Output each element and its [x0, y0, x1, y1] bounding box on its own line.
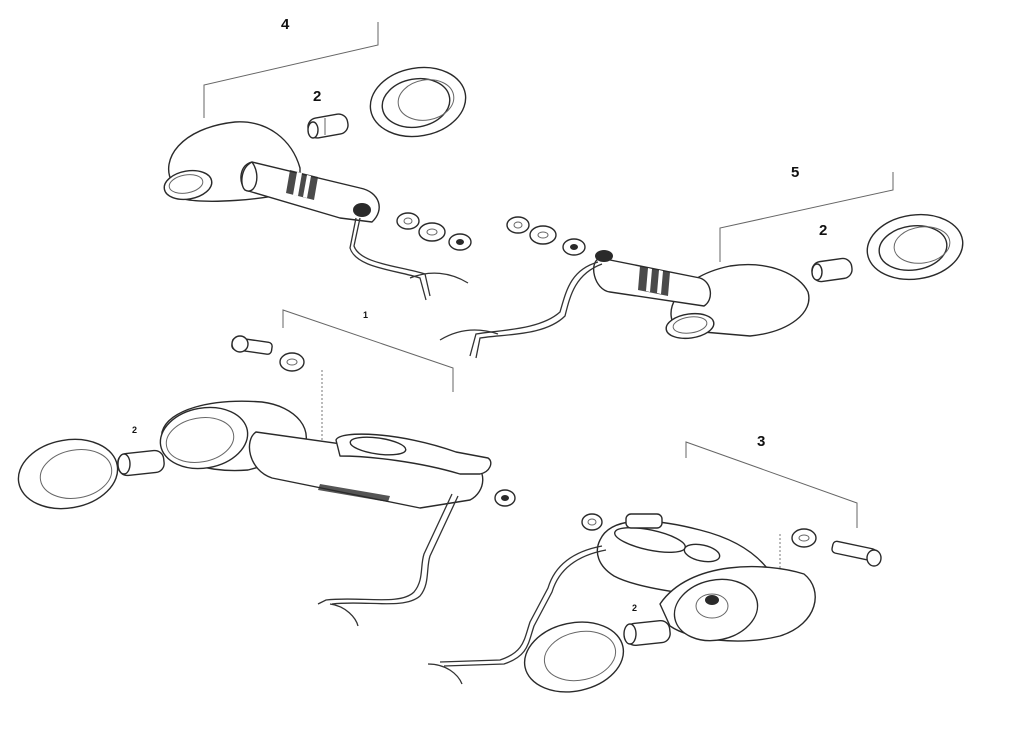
lens-left — [17, 438, 119, 510]
bracket-4 — [203, 22, 379, 118]
callout-assembly-1: 1 — [363, 310, 369, 320]
washers-top-right — [506, 216, 586, 256]
wires-top-right — [439, 261, 603, 359]
bulb-top-right — [811, 257, 853, 283]
turn-signal-assembly-1 — [17, 335, 516, 627]
mount-bolt-right — [791, 528, 882, 567]
bulb-top-left — [307, 113, 349, 139]
body-top-left — [240, 161, 380, 223]
bulb-bottom — [623, 619, 671, 647]
turn-signal-assembly-4 — [163, 66, 472, 301]
housing-bottom — [659, 565, 816, 642]
callout-assembly-3: 3 — [757, 433, 766, 450]
body-top-right — [592, 250, 711, 307]
wires-left — [317, 493, 459, 627]
callout-assembly-5: 5 — [791, 164, 800, 181]
wires-top-left — [349, 217, 469, 301]
wires-bottom — [427, 545, 607, 685]
body-left — [248, 431, 516, 509]
turn-signal-assembly-3 — [427, 513, 882, 693]
bracket-3 — [685, 441, 858, 528]
turn-signal-assembly-5 — [439, 213, 964, 359]
callout-assembly-4: 4 — [281, 16, 290, 33]
lens-ring-top-left — [369, 66, 467, 138]
washers-top-left — [396, 212, 472, 251]
bracket-1 — [282, 309, 454, 392]
lens-bottom — [523, 621, 625, 693]
washer-bottom — [581, 513, 603, 531]
callout-bulb-bottom: 2 — [632, 603, 638, 613]
callout-bulb-top-left: 2 — [313, 88, 322, 105]
bracket-5 — [719, 172, 894, 262]
bulb-left — [117, 449, 165, 477]
callout-bulb-top-right: 2 — [819, 222, 828, 239]
mount-bolt-left — [231, 335, 305, 372]
lens-ring-top-right — [866, 213, 964, 281]
callout-bulb-left: 2 — [132, 425, 138, 435]
